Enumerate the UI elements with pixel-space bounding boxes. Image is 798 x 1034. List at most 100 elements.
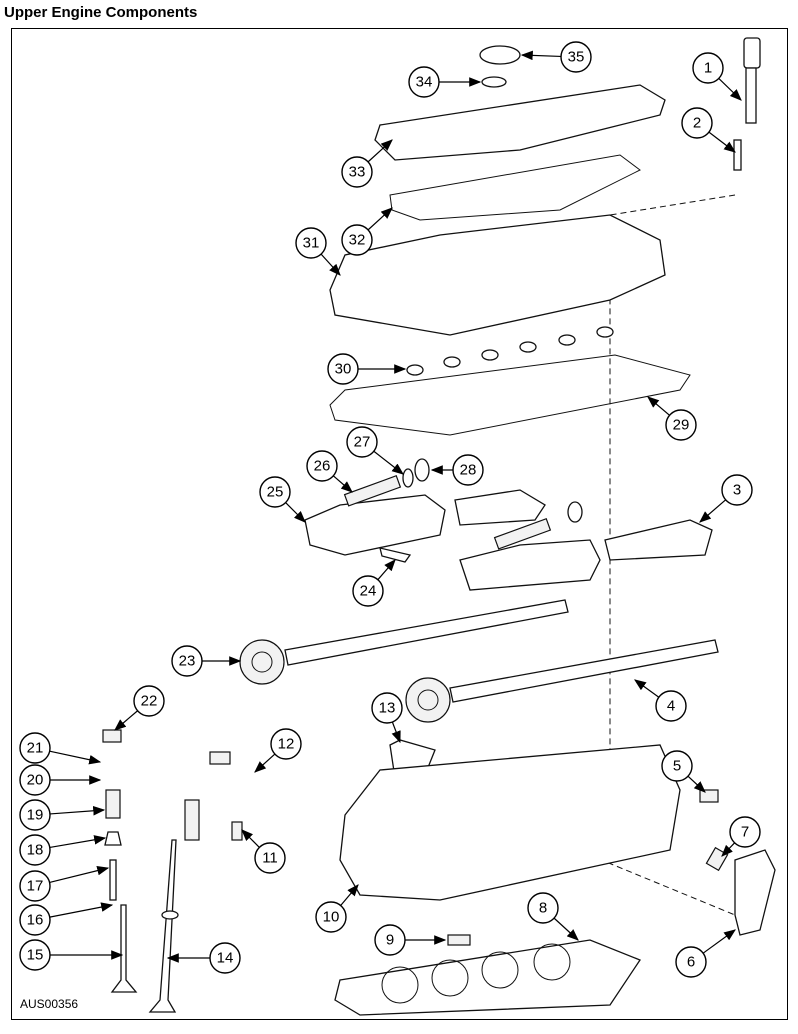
leader-arrow [367, 207, 393, 231]
callout-circle [655, 690, 687, 722]
callout-circle [560, 41, 592, 73]
callout-number: 33 [349, 164, 366, 181]
callout-circle [692, 52, 724, 84]
leader-arrow [520, 50, 562, 61]
callout-circle [374, 924, 406, 956]
leader-arrow [553, 917, 579, 941]
oil-cap-seal [481, 76, 507, 88]
camshaft-bearing-cap [454, 489, 546, 526]
o-ring [402, 468, 414, 488]
spark-plug-tube-seals [406, 326, 614, 376]
callout-35: 35 [520, 41, 592, 73]
leader-arrow [285, 502, 306, 523]
callout-22: 22 [114, 685, 165, 731]
callout-number: 35 [568, 49, 585, 66]
callout-20: 20 [19, 764, 102, 796]
callout-number: 6 [687, 954, 695, 971]
callout-6: 6 [675, 929, 736, 978]
callout-number: 29 [673, 417, 690, 434]
callout-circle [19, 939, 51, 971]
engine-cover-gasket [389, 154, 641, 221]
callout-4: 4 [634, 679, 687, 722]
camshaft-cover [329, 214, 666, 336]
leader-arrow [49, 835, 107, 849]
callout-circle [295, 227, 327, 259]
camshaft-bearing-cap-front [304, 494, 446, 556]
callout-number: 12 [278, 736, 295, 753]
sensor-9 [447, 934, 471, 946]
callout-10: 10 [315, 884, 359, 933]
leader-arrow [634, 679, 660, 698]
callout-19: 19 [19, 799, 106, 831]
bracket-6 [734, 849, 776, 936]
callout-26: 26 [306, 450, 353, 493]
callout-circle [19, 834, 51, 866]
callout-number: 25 [267, 484, 284, 501]
callout-number: 31 [303, 235, 320, 252]
callout-8: 8 [527, 892, 579, 941]
callout-circle [171, 645, 203, 677]
leader-arrow [702, 929, 736, 954]
leader-arrow [373, 450, 404, 475]
callout-circle [675, 946, 707, 978]
seal [414, 458, 430, 482]
callouts-layer: 1234567891011121314151617181920212223242… [19, 41, 761, 978]
intake-camshaft [239, 599, 569, 685]
callout-number: 28 [460, 462, 477, 479]
callout-circle [133, 685, 165, 717]
callout-circle [306, 450, 338, 482]
callout-24: 24 [352, 559, 396, 607]
leader-arrow [114, 710, 138, 731]
leader-arrow [391, 721, 401, 744]
callout-number: 17 [27, 878, 44, 895]
callout-circle [721, 474, 753, 506]
callout-32: 32 [341, 207, 393, 256]
leader-arrow [340, 884, 359, 906]
leader-arrow [49, 750, 102, 765]
alignment-line [609, 194, 736, 770]
leader-arrow [49, 865, 110, 883]
callout-number: 9 [386, 932, 394, 949]
valve-train-left [102, 729, 138, 993]
callout-circle [19, 764, 51, 796]
callout-34: 34 [408, 66, 482, 98]
oil-control-solenoid [343, 475, 402, 507]
callout-number: 18 [27, 842, 44, 859]
callout-number: 24 [360, 583, 377, 600]
callout-number: 22 [141, 693, 158, 710]
camshaft-cover-gasket [329, 354, 691, 436]
callout-circle [408, 66, 440, 98]
engine-cover [374, 84, 666, 161]
callout-16: 16 [19, 902, 114, 936]
ignition-coil [743, 37, 761, 124]
parts-layer [102, 37, 776, 1016]
callout-13: 13 [371, 692, 403, 744]
callout-3: 3 [699, 474, 753, 523]
seal [567, 501, 583, 523]
callout-number: 1 [704, 60, 712, 77]
callout-2: 2 [681, 107, 736, 153]
callout-number: 15 [27, 947, 44, 964]
callout-circle [315, 901, 347, 933]
leader-arrow [241, 829, 260, 848]
callout-27: 27 [346, 426, 404, 475]
exhaust-camshaft [405, 639, 719, 723]
bracket [379, 547, 412, 563]
cylinder-head-gasket [334, 939, 641, 1016]
leader-arrow [367, 139, 393, 163]
leader-arrow [320, 253, 341, 276]
callout-circle [346, 426, 378, 458]
callout-17: 17 [19, 865, 110, 902]
callout-28: 28 [430, 454, 484, 486]
callout-circle [452, 454, 484, 486]
leader-arrow [332, 475, 353, 493]
callout-circle [341, 156, 373, 188]
callout-12: 12 [254, 728, 302, 773]
callout-9: 9 [374, 924, 447, 956]
callout-30: 30 [327, 353, 407, 385]
callout-circle [19, 732, 51, 764]
leader-arrow [49, 805, 106, 816]
callout-number: 7 [741, 824, 749, 841]
callout-number: 16 [27, 912, 44, 929]
